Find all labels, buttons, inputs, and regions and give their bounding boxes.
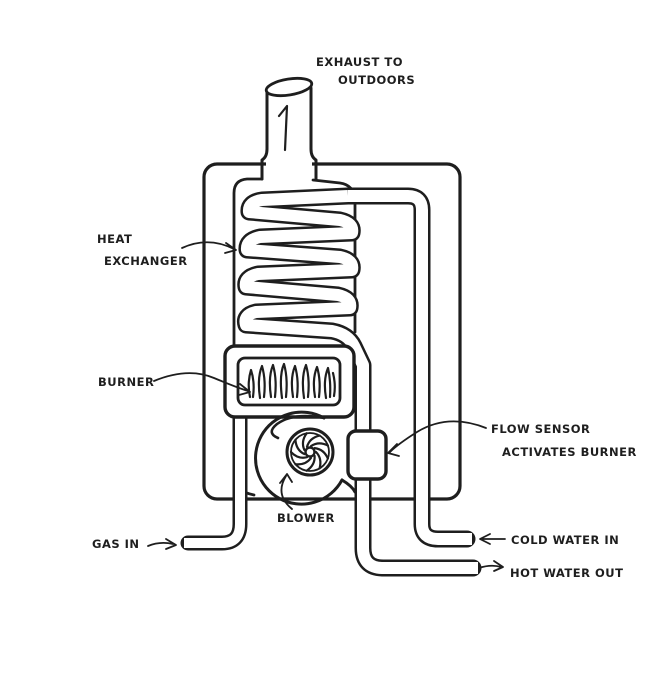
flow-sensor-leader-arrow xyxy=(387,420,487,457)
blower-leader-arrow xyxy=(279,473,293,510)
gas-pipe-outline xyxy=(180,402,248,551)
blower-label: BLOWER xyxy=(277,511,335,525)
fan-blade xyxy=(314,450,322,470)
flow-sensor-label-line1: FLOW SENSOR xyxy=(491,422,590,436)
gas-pipe-bore xyxy=(184,410,245,548)
flow-sensor-label-line2: ACTIVATES BURNER xyxy=(502,445,637,459)
exhaust-label-line1: EXHAUST TO xyxy=(316,55,403,69)
hot-water-pipe-bore xyxy=(239,190,478,574)
exhaust-flue-left-side xyxy=(260,88,269,181)
cold-water-in-label: COLD WATER IN xyxy=(511,533,619,547)
hot-water-out-label: HOT WATER OUT xyxy=(510,566,623,580)
cold-water-pipe-bore xyxy=(348,190,472,545)
heat-exchanger-leader-arrow xyxy=(181,241,237,254)
hot-water-out-arrow xyxy=(478,560,504,572)
exhaust-flue-body xyxy=(266,92,312,178)
heat-exchanger-label-line1: HEAT xyxy=(97,232,132,246)
burner-label: BURNER xyxy=(98,375,154,389)
blower-volute-tail xyxy=(340,478,357,494)
gas-in-arrow xyxy=(147,538,177,550)
gas-in-label: GAS IN xyxy=(92,537,140,551)
exhaust-flue-right-side xyxy=(309,86,318,181)
exhaust-flow-arrow xyxy=(277,104,289,152)
unit-casing xyxy=(202,162,462,501)
blower-volute xyxy=(254,410,344,506)
fan-hub xyxy=(304,446,316,458)
exhaust-label-line2: OUTDOORS xyxy=(338,73,415,87)
flow-sensor-box xyxy=(346,429,388,481)
cold-water-in-arrow xyxy=(479,533,506,545)
heat-exchanger-label-line2: EXCHANGER xyxy=(104,254,188,268)
blower-volute-curl xyxy=(270,414,326,440)
burner-flames xyxy=(247,362,336,400)
flue-opening-rim xyxy=(264,76,314,98)
burner-leader-arrow xyxy=(153,372,251,396)
